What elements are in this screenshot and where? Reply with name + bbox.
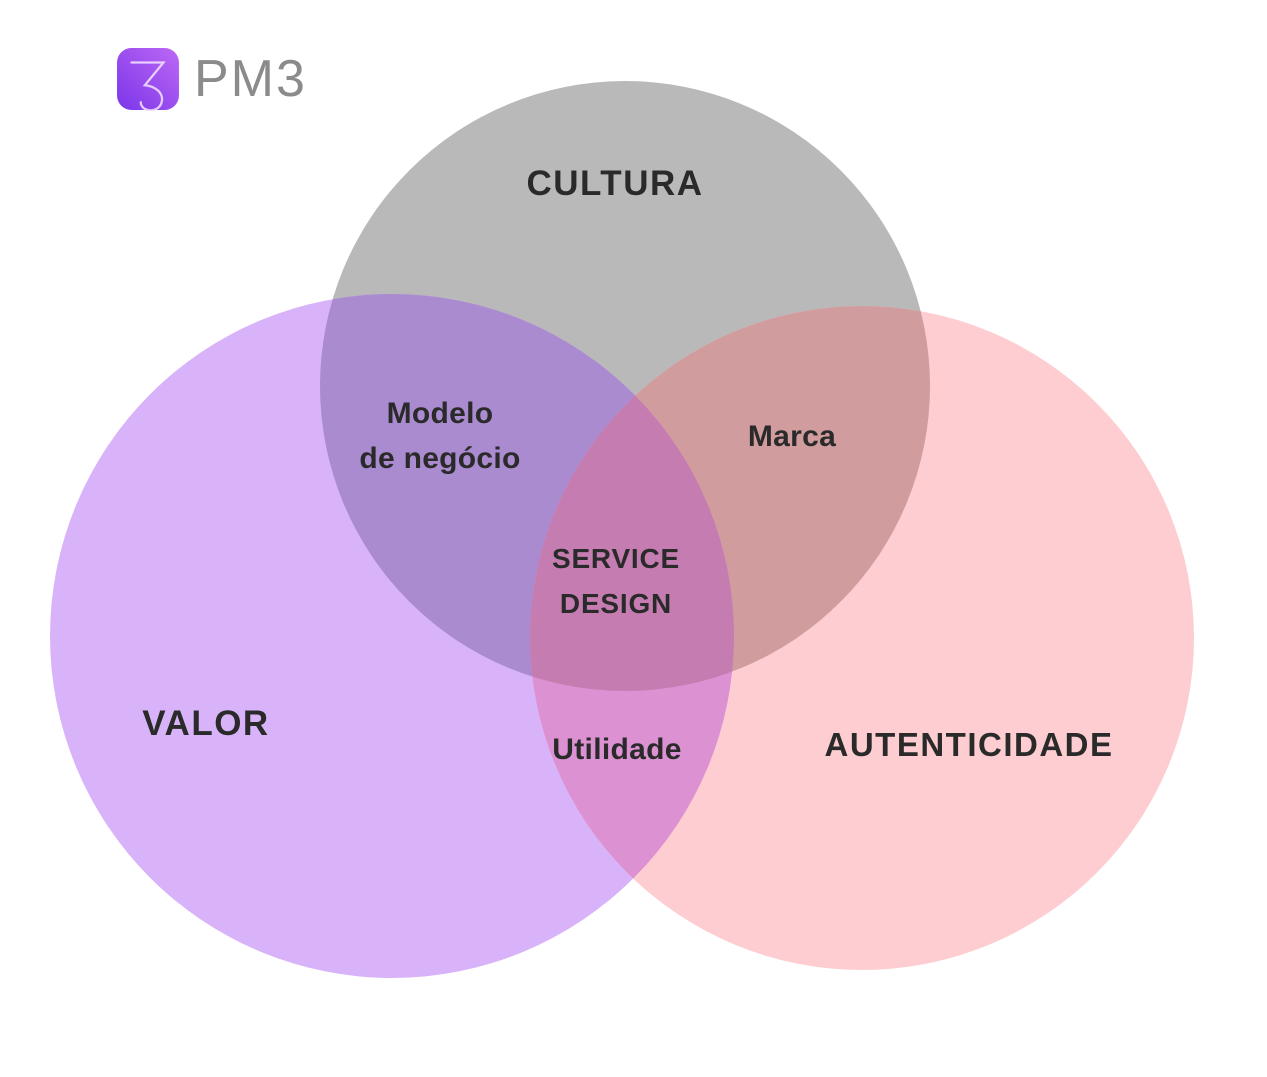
logo-3-glyph — [130, 61, 166, 111]
pm3-logo-icon — [117, 48, 179, 111]
brand-name: PM3 — [194, 50, 307, 108]
brand-logo: PM3 — [116, 47, 307, 111]
